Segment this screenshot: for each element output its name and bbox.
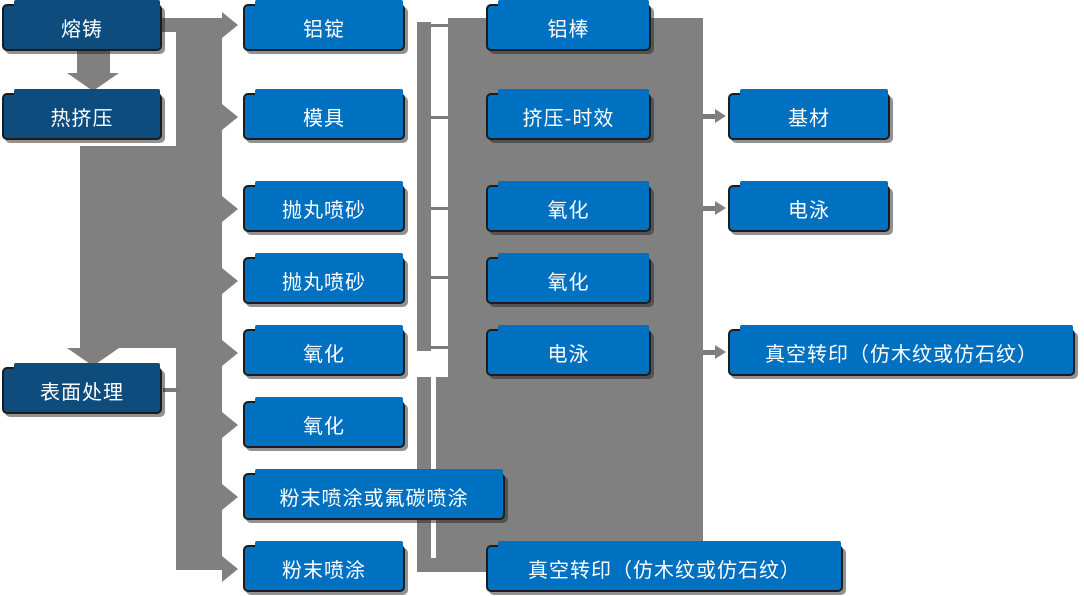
arrowhead-shot-blasting-1 bbox=[222, 196, 238, 222]
connector-surface-stub bbox=[163, 388, 179, 392]
arrowhead-oxidation-a2 bbox=[222, 412, 238, 438]
node-oxidation-b2: 氧化 bbox=[486, 253, 651, 304]
node-melting-casting: 熔铸 bbox=[2, 0, 162, 51]
connector-shaft-vacuum-out bbox=[703, 350, 716, 355]
arrowhead-electrophoresis-out bbox=[715, 201, 726, 215]
connector-tick-row5 bbox=[431, 346, 448, 349]
arrowhead-powder-coating bbox=[222, 556, 238, 582]
connector-rail-upper bbox=[417, 22, 431, 351]
connector-tick-row3 bbox=[431, 207, 448, 210]
connector-tick-row4 bbox=[431, 276, 448, 279]
node-powder-or-fluorocarbon-coating: 粉末喷涂或氟碳喷涂 bbox=[243, 469, 505, 520]
node-surface-treatment: 表面处理 bbox=[2, 363, 162, 414]
connector-shaft-electrophoresis-out bbox=[703, 206, 716, 211]
node-powder-coating: 粉末喷涂 bbox=[243, 541, 405, 592]
arrowhead-mold bbox=[222, 104, 238, 130]
arrowhead-ingot bbox=[222, 12, 238, 38]
node-electrophoresis-out: 电泳 bbox=[728, 181, 890, 232]
node-oxidation-a2: 氧化 bbox=[243, 397, 405, 448]
arrowhead-powder-fluorocarbon bbox=[222, 484, 238, 510]
node-substrate: 基材 bbox=[728, 89, 890, 140]
connector-shaft-substrate bbox=[703, 114, 716, 119]
node-aluminum-rod: 铝棒 bbox=[486, 0, 651, 51]
node-shot-blasting-1: 抛丸喷砂 bbox=[243, 181, 405, 232]
node-shot-blasting-2: 抛丸喷砂 bbox=[243, 253, 405, 304]
node-extrusion-aging: 挤压-时效 bbox=[486, 89, 651, 140]
node-mold: 模具 bbox=[243, 89, 405, 140]
arrowhead-vacuum-out bbox=[715, 345, 726, 359]
node-vacuum-transfer-bottom: 真空转印（仿木纹或仿石纹） bbox=[486, 541, 843, 592]
node-oxidation-a1: 氧化 bbox=[243, 325, 405, 376]
connector-extrusion-block bbox=[80, 146, 222, 348]
connector-melting-to-extrusion bbox=[77, 51, 110, 75]
node-vacuum-transfer-out: 真空转印（仿木纹或仿石纹） bbox=[728, 325, 1075, 376]
arrowhead-shot-blasting-2 bbox=[222, 268, 238, 294]
node-electrophoresis-b: 电泳 bbox=[486, 325, 651, 376]
connector-tick-row1 bbox=[431, 24, 448, 27]
node-hot-extrusion: 热挤压 bbox=[2, 89, 162, 140]
arrowhead-substrate bbox=[715, 109, 726, 123]
node-aluminum-ingot: 铝锭 bbox=[243, 0, 405, 51]
node-oxidation-b1: 氧化 bbox=[486, 181, 651, 232]
connector-tick-row2 bbox=[431, 116, 448, 119]
arrowhead-hot-extrusion bbox=[67, 73, 119, 91]
arrowhead-surface-treatment bbox=[67, 348, 119, 366]
arrowhead-oxidation-a1 bbox=[222, 340, 238, 366]
